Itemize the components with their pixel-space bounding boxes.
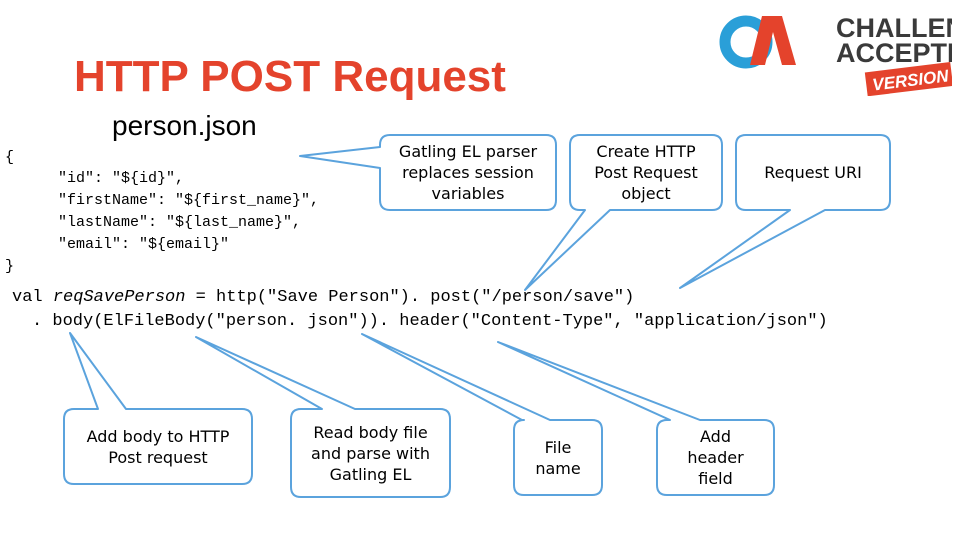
callout-read-body-bubble bbox=[195, 336, 451, 498]
slide-title: HTTP POST Request bbox=[74, 52, 506, 101]
callout-request-uri-text: Request URI bbox=[764, 163, 862, 182]
json-line-lastname: "lastName": "${last_name}", bbox=[58, 214, 302, 231]
challenge-accepted-logo: CHALLENGE ACCEPTED VERSION 2.0 bbox=[716, 10, 960, 97]
callout-read-body-text: Read body file and parse with Gatling EL bbox=[311, 422, 430, 484]
code-line-1-rest: = http("Save Person"). post("/person/sav… bbox=[185, 288, 635, 307]
callout-add-body-bubble bbox=[63, 332, 253, 485]
code-line-1: val reqSavePerson = http("Save Person").… bbox=[12, 286, 634, 310]
json-open-brace: { bbox=[5, 149, 15, 166]
callout-file-name-bubble bbox=[361, 333, 603, 496]
code-keyword: val bbox=[12, 288, 43, 307]
json-close-brace: } bbox=[5, 258, 15, 275]
json-line-firstname: "firstName": "${first_name}", bbox=[58, 192, 320, 209]
logo-line1: CHALLENGE bbox=[836, 13, 952, 43]
callout-create-request-text: Create HTTP Post Request object bbox=[594, 142, 698, 203]
logo-line2: ACCEPTED bbox=[836, 38, 952, 68]
slide-subtitle: person.json bbox=[112, 110, 257, 141]
json-line-id: "id": "${id}", bbox=[58, 170, 185, 187]
callout-create-request-bubble bbox=[524, 134, 723, 291]
json-line-email: "email": "${email}" bbox=[58, 236, 230, 253]
callout-file-name-text: File name bbox=[535, 437, 581, 478]
callout-add-body-text: Add body to HTTP Post request bbox=[86, 426, 230, 467]
logo-badge-bg bbox=[864, 61, 954, 97]
logo-graphic: CHALLENGE ACCEPTED VERSION 2.0 bbox=[719, 13, 960, 97]
callout-el-parser-text: Gatling EL parser replaces session varia… bbox=[398, 142, 538, 203]
callout-request-uri-bubble bbox=[679, 134, 891, 289]
callout-el-parser-bubble bbox=[299, 134, 557, 211]
callout-add-header-text: Add header field bbox=[687, 427, 744, 488]
code-variable: reqSavePerson bbox=[52, 288, 186, 307]
code-line-2: . body(ElFileBody("person. json")). head… bbox=[32, 312, 828, 331]
callout-add-header-bubble bbox=[497, 341, 775, 496]
logo-a-icon bbox=[750, 16, 796, 65]
